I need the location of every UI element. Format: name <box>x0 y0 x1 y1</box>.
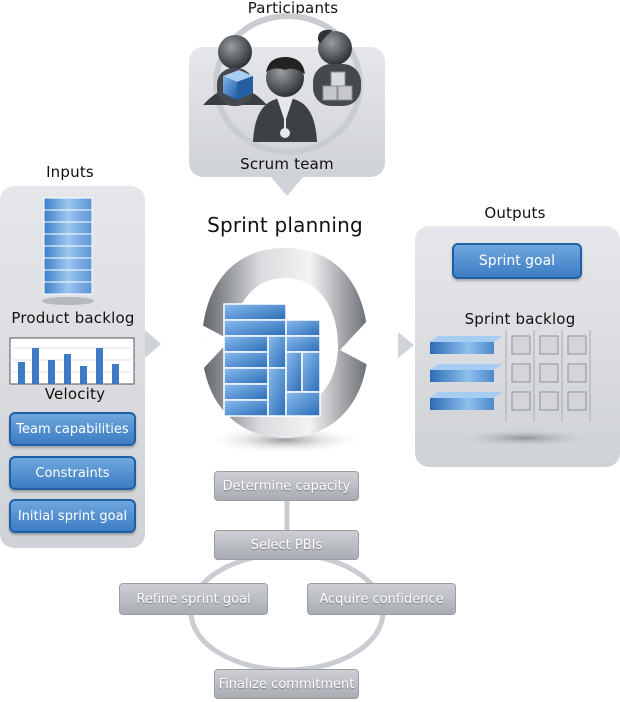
scrum-team-people-icon <box>203 29 361 142</box>
product-backlog-stack-icon <box>42 197 94 305</box>
product-backlog-label: Product backlog <box>11 309 135 327</box>
initial-sprint-goal-box: Initial sprint goal <box>9 499 136 533</box>
participants-pointer <box>270 176 304 196</box>
determine-capacity-step: Determine capacity <box>214 471 359 501</box>
outputs-title: Outputs <box>484 204 546 222</box>
refine-sprint-goal-step: Refine sprint goal <box>119 583 268 615</box>
sprint-planning-cycle-icon <box>202 248 368 454</box>
team-capabilities-box: Team capabilities <box>9 412 136 446</box>
velocity-chart-icon <box>9 337 135 385</box>
select-pbis-step: Select PBIs <box>214 530 359 560</box>
inputs-title: Inputs <box>46 163 94 181</box>
outputs-pointer <box>398 332 414 358</box>
scrum-team-label: Scrum team <box>240 155 334 173</box>
finalize-commitment-step: Finalize commitment <box>214 669 359 699</box>
sprint-backlog-label: Sprint backlog <box>464 310 576 328</box>
acquire-confidence-step: Acquire confidence <box>307 583 456 615</box>
inputs-pointer <box>145 330 161 358</box>
sprint-backlog-grid-icon <box>430 330 595 447</box>
constraints-box: Constraints <box>9 456 136 490</box>
sprint-planning-title: Sprint planning <box>207 213 363 237</box>
participants-title: Participants <box>247 0 339 17</box>
velocity-label: Velocity <box>44 385 106 403</box>
sprint-goal-box: Sprint goal <box>452 243 582 279</box>
